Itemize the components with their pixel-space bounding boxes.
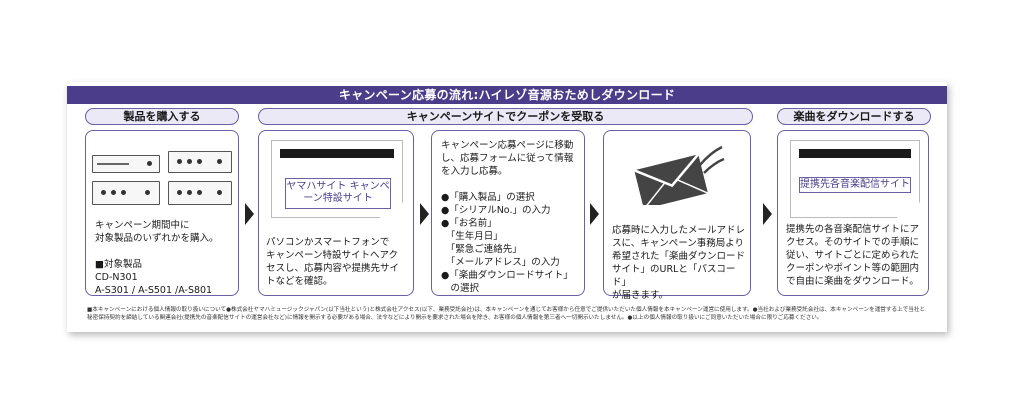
step-box-entry-text: キャンペーン応募ページに移動 し、応募フォームに従って情報 を入力し応募。 ●「…	[441, 140, 574, 294]
campaign-flow-card: キャンペーン応募の流れ:ハイレゾ音源おためしダウンロード 製品を購入する キャン…	[67, 82, 947, 332]
envelope-icon	[634, 145, 725, 205]
step-box-buy-text: キャンペーン期間中に 対象製品のいずれかを購入。 ■対象製品 CD-N301 A…	[95, 220, 219, 296]
cd-player-image	[92, 155, 160, 173]
arrow-right-icon	[420, 203, 429, 225]
step-box-site-text: パソコンかスマートフォンで キャンペーン特設サイトへアク セスし、応募内容や提携…	[266, 237, 400, 287]
step-box-email: 応募時に入力したメールアドレ スに、キャンペーン事務局より 希望された「楽曲ダウ…	[603, 130, 751, 301]
step-header-buy: 製品を購入する	[85, 108, 239, 125]
step-header-coupon: キャンペーンサイトでクーポンを受取る	[258, 108, 753, 125]
arrow-right-icon	[763, 203, 772, 225]
step-box-entry: キャンペーン応募ページに移動 し、応募フォームに従って情報 を入力し応募。 ●「…	[431, 130, 585, 296]
step-box-download: 提携先各音楽配信サイト 提携先の各音楽配信サイトにア クセス。そのサイトでの手順…	[777, 130, 929, 296]
step-box-email-text: 応募時に入力したメールアドレ スに、キャンペーン事務局より 希望された「楽曲ダウ…	[612, 225, 746, 301]
arrow-right-icon	[590, 203, 599, 225]
arrow-right-icon	[245, 203, 254, 225]
amplifier-image	[92, 181, 160, 205]
step-header-download: 楽曲をダウンロードする	[777, 108, 931, 125]
privacy-footnote: ■本キャンペーンにおける個人情報の取り扱いについて●株式会社ヤマハミュージックジ…	[87, 307, 926, 321]
step-box-download-text: 提携先の各音楽配信サイトにア クセス。そのサイトでの手順に 従い、サイトごとに定…	[786, 224, 920, 287]
partner-music-site-label: 提携先各音楽配信サイト	[799, 177, 911, 193]
amplifier-image	[168, 151, 232, 173]
campaign-flow-banner: キャンペーン応募の流れ:ハイレゾ音源おためしダウンロード	[67, 86, 947, 104]
step-box-site: ヤマハサイト キャンペーン特設サイト パソコンかスマートフォンで キャンペーン特…	[258, 130, 414, 296]
yamaha-campaign-site-label: ヤマハサイト キャンペーン特設サイト	[285, 178, 391, 209]
step-box-buy: キャンペーン期間中に 対象製品のいずれかを購入。 ■対象製品 CD-N301 A…	[85, 130, 239, 296]
amplifier-image	[168, 181, 232, 205]
